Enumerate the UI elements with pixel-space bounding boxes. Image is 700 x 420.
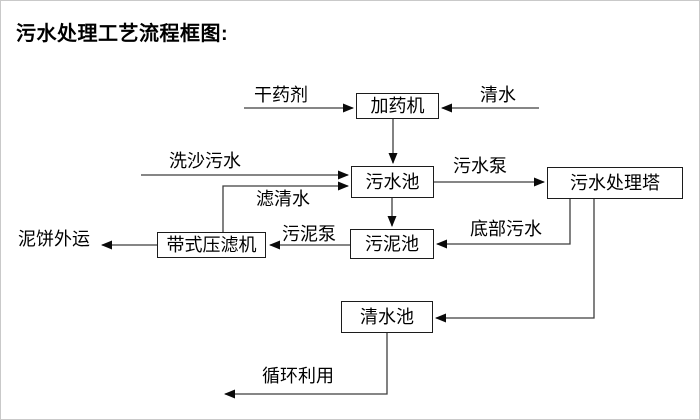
label-mud-cake-out: 泥饼外运 bbox=[18, 229, 90, 249]
label-filtered-water: 滤清水 bbox=[256, 189, 310, 209]
edge-clean-pool-to-recycle bbox=[224, 333, 388, 399]
edges-group bbox=[101, 103, 595, 399]
label-bottom-sewage: 底部污水 bbox=[470, 219, 542, 239]
node-sludge-pool: 污泥池 bbox=[350, 229, 434, 259]
page-title: 污水处理工艺流程框图: bbox=[16, 23, 229, 45]
label-recycle: 循环利用 bbox=[262, 366, 334, 386]
node-sewage-pool: 污水池 bbox=[351, 166, 434, 198]
edge-filter-press-to-sewage-pool bbox=[222, 181, 349, 232]
label-sludge-pump: 污泥泵 bbox=[282, 224, 336, 244]
node-clean-water-pool: 清水池 bbox=[341, 301, 433, 333]
node-belt-filter-press: 带式压滤机 bbox=[157, 232, 266, 258]
label-clean-water: 清水 bbox=[480, 85, 516, 105]
label-sand-washing-sewage: 洗沙污水 bbox=[169, 151, 241, 171]
edge-tower-to-sludge-pool bbox=[436, 199, 571, 249]
node-dosing-machine: 加药机 bbox=[356, 93, 439, 119]
node-treatment-tower: 污水处理塔 bbox=[547, 167, 683, 199]
label-dry-agent: 干药剂 bbox=[254, 85, 308, 105]
edge-tower-to-clean-water-pool bbox=[435, 199, 595, 323]
label-sewage-pump: 污水泵 bbox=[453, 156, 507, 176]
